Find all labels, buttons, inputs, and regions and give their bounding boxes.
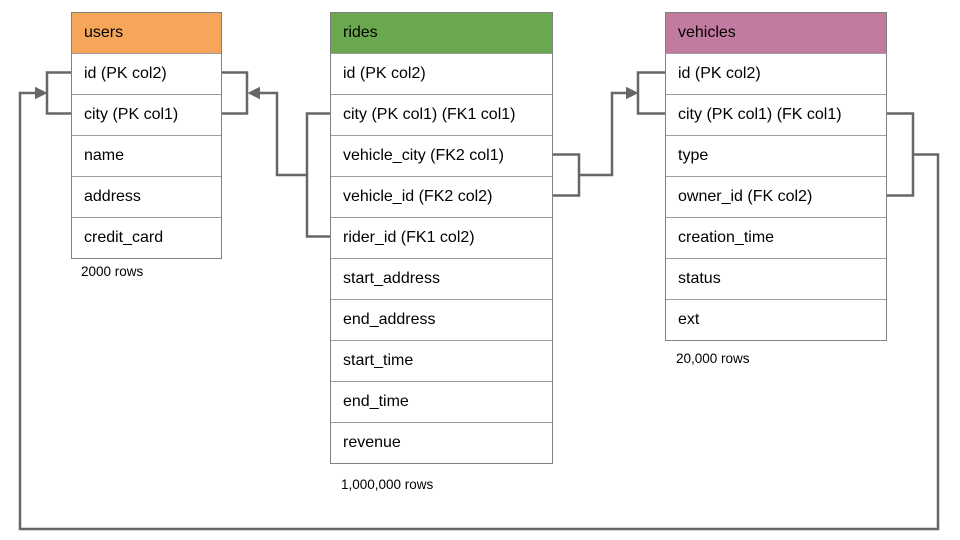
column-users-credit-card: credit_card (72, 217, 221, 258)
row-count-vehicles: 20,000 rows (676, 351, 750, 366)
column-rides-city: city (PK col1) (FK1 col1) (331, 94, 552, 135)
column-vehicles-type: type (666, 135, 886, 176)
fk2-link-line (579, 91, 627, 177)
column-users-address: address (72, 176, 221, 217)
table-header-users: users (72, 13, 221, 53)
column-rides-revenue: revenue (331, 422, 552, 463)
fk-arrowhead (35, 86, 48, 100)
fk2-rides-bracket (553, 153, 581, 197)
column-rides-rider-id: rider_id (FK1 col2) (331, 217, 552, 258)
table-vehicles: vehicles id (PK col2) city (PK col1) (FK… (665, 12, 887, 341)
table-header-rides: rides (331, 13, 552, 53)
column-vehicles-creation-time: creation_time (666, 217, 886, 258)
column-vehicles-id: id (PK col2) (666, 53, 886, 94)
column-rides-start-address: start_address (331, 258, 552, 299)
column-rides-start-time: start_time (331, 340, 552, 381)
column-vehicles-city: city (PK col1) (FK col1) (666, 94, 886, 135)
fk1-users-bracket (221, 71, 249, 115)
table-rides: rides id (PK col2) city (PK col1) (FK1 c… (330, 12, 553, 464)
fk-users-bracket (45, 71, 72, 115)
column-vehicles-status: status (666, 258, 886, 299)
fk1-link-line (259, 91, 307, 177)
column-users-name: name (72, 135, 221, 176)
column-rides-end-address: end_address (331, 299, 552, 340)
column-rides-id: id (PK col2) (331, 53, 552, 94)
fk1-arrowhead (247, 86, 260, 100)
column-vehicles-ext: ext (666, 299, 886, 340)
fk-vehicles-bracket (886, 112, 915, 197)
column-users-city: city (PK col1) (72, 94, 221, 135)
fk2-arrowhead (626, 86, 639, 100)
connector-fk1-rides-users (221, 71, 330, 238)
column-rides-end-time: end_time (331, 381, 552, 422)
connector-fk2-rides-vehicles (553, 71, 666, 197)
column-rides-vehicle-city: vehicle_city (FK2 col1) (331, 135, 552, 176)
fk2-vehicles-bracket (636, 71, 666, 115)
row-count-users: 2000 rows (81, 264, 144, 279)
column-vehicles-owner-id: owner_id (FK col2) (666, 176, 886, 217)
row-count-rides: 1,000,000 rows (341, 477, 434, 492)
column-users-id: id (PK col2) (72, 53, 221, 94)
column-rides-vehicle-id: vehicle_id (FK2 col2) (331, 176, 552, 217)
table-header-vehicles: vehicles (666, 13, 886, 53)
fk1-rides-bracket (305, 112, 330, 238)
table-users: users id (PK col2) city (PK col1) name a… (71, 12, 222, 259)
